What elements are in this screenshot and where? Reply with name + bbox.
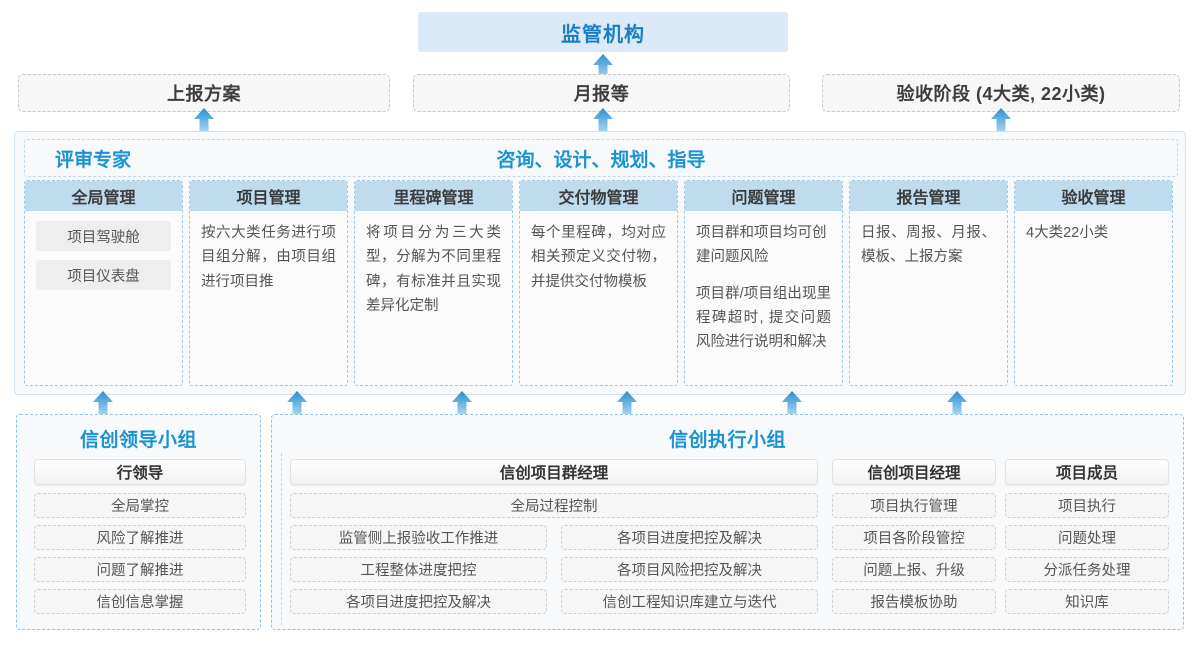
pill-item[interactable]: 项目仪表盘 [36,260,171,290]
channel-node-monthly-report[interactable]: 月报等 [413,74,790,112]
role-item[interactable]: 信创工程知识库建立与迭代 [561,589,818,614]
role-item[interactable]: 监管侧上报验收工作推进 [290,525,547,550]
channel-label: 验收阶段 (4大类, 22小类) [896,84,1106,104]
role-item[interactable]: 各项目进度把控及解决 [561,525,818,550]
arrow-up-icon [593,54,613,80]
channel-node-acceptance-stage[interactable]: 验收阶段 (4大类, 22小类) [822,74,1180,112]
column-paragraph: 每个里程碑，均对应相关预定义交付物，并提供交付物模板 [531,225,666,290]
role-header-bank-leader[interactable]: 行领导 [34,459,246,485]
arrow-up-icon [782,391,802,417]
role-item[interactable]: 各项目风险把控及解决 [561,557,818,582]
module-column-deliverable-management[interactable]: 交付物管理 每个里程碑，均对应相关预定义交付物，并提供交付物模板 [519,180,678,386]
column-body: 日报、周报、月报、模板、上报方案 [850,211,1007,385]
column-body: 按六大类任务进行项目组分解，由项目组进行项目推 [190,211,347,385]
arrow-up-icon [93,391,113,417]
column-body: 将项目分为三大类型，分解为不同里程碑，有标准并且实现差异化定制 [355,211,512,385]
exec-group-title: 信创执行小组 [668,430,786,451]
column-title: 验收管理 [1015,181,1172,211]
pill-item[interactable]: 项目驾驶舱 [36,221,171,251]
role-item[interactable]: 风险了解推进 [34,525,246,550]
channel-label: 上报方案 [167,84,241,104]
module-column-milestone-management[interactable]: 里程碑管理 将项目分为三大类型，分解为不同里程碑，有标准并且实现差异化定制 [354,180,513,386]
arrow-up-icon [991,108,1011,134]
column-body: 每个里程碑，均对应相关预定义交付物，并提供交付物模板 [520,211,677,385]
column-paragraph: 4大类22小类 [1026,225,1109,241]
leader-group-title: 信创领导小组 [79,430,197,451]
role-header-project-manager[interactable]: 信创项目经理 [832,459,996,485]
column-body: 项目驾驶舱 项目仪表盘 [25,211,182,385]
arrow-up-icon [287,391,307,417]
column-body: 4大类22小类 [1015,211,1172,385]
column-paragraph: 将项目分为三大类型，分解为不同里程碑，有标准并且实现差异化定制 [366,225,501,315]
arrow-up-icon [194,108,214,134]
column-title: 全局管理 [25,181,182,211]
role-item[interactable]: 问题处理 [1005,525,1169,550]
banner-consulting: 咨询、设计、规划、指导 [496,149,706,171]
role-header-program-manager[interactable]: 信创项目群经理 [290,459,818,485]
column-body: 项目群和项目均可创建问题风险 项目群/项目组出现里程碑超时, 提交问题风险进行说… [685,211,842,385]
module-column-global-management[interactable]: 全局管理 项目驾驶舱 项目仪表盘 [24,180,183,386]
column-paragraph: 项目群/项目组出现里程碑超时, 提交问题风险进行说明和解决 [696,285,831,351]
column-paragraph: 项目群和项目均可创建问题风险 [696,225,827,266]
arrow-up-icon [452,391,472,417]
exec-group-panel: 信创执行小组 信创项目群经理 全局过程控制 监管侧上报验收工作推进 工程整体进度… [271,414,1184,630]
regulator-node: 监管机构 [418,12,788,52]
module-column-project-management[interactable]: 项目管理 按六大类任务进行项目组分解，由项目组进行项目推 [189,180,348,386]
column-title: 交付物管理 [520,181,677,211]
role-item[interactable]: 全局掌控 [34,493,246,518]
role-item[interactable]: 知识库 [1005,589,1169,614]
module-column-report-management[interactable]: 报告管理 日报、周报、月报、模板、上报方案 [849,180,1008,386]
module-column-acceptance-management[interactable]: 验收管理 4大类22小类 [1014,180,1173,386]
role-item[interactable]: 分派任务处理 [1005,557,1169,582]
channel-label: 月报等 [573,84,630,104]
role-item[interactable]: 信创信息掌握 [34,589,246,614]
banner-review-experts: 评审专家 [55,149,132,171]
role-item[interactable]: 报告模板协助 [832,589,996,614]
column-title: 问题管理 [685,181,842,211]
column-title: 里程碑管理 [355,181,512,211]
role-item[interactable]: 问题了解推进 [34,557,246,582]
role-item[interactable]: 各项目进度把控及解决 [290,589,547,614]
channel-node-report-plan[interactable]: 上报方案 [18,74,390,112]
role-item[interactable]: 工程整体进度把控 [290,557,547,582]
regulator-label: 监管机构 [561,23,645,46]
arrow-up-icon [593,108,613,134]
platform-panel: 评审专家 咨询、设计、规划、指导 全局管理 项目驾驶舱 项目仪表盘 项目管理 按… [14,131,1186,395]
arrow-up-icon [617,391,637,417]
column-title: 报告管理 [850,181,1007,211]
role-item[interactable]: 问题上报、升级 [832,557,996,582]
role-item[interactable]: 项目执行管理 [832,493,996,518]
module-column-issue-management[interactable]: 问题管理 项目群和项目均可创建问题风险 项目群/项目组出现里程碑超时, 提交问题… [684,180,843,386]
role-item-full-width[interactable]: 全局过程控制 [290,493,818,518]
role-item[interactable]: 项目各阶段管控 [832,525,996,550]
exec-subcolumn-divider [281,453,282,625]
column-title: 项目管理 [190,181,347,211]
column-paragraph: 按六大类任务进行项目组分解，由项目组进行项目推 [201,225,336,290]
role-item[interactable]: 项目执行 [1005,493,1169,518]
platform-banner: 评审专家 咨询、设计、规划、指导 [24,139,1178,177]
role-header-project-member[interactable]: 项目成员 [1005,459,1169,485]
leader-group-panel: 信创领导小组 行领导 全局掌控 风险了解推进 问题了解推进 信创信息掌握 [16,414,261,630]
column-paragraph: 日报、周报、月报、模板、上报方案 [861,225,996,266]
arrow-up-icon [947,391,967,417]
